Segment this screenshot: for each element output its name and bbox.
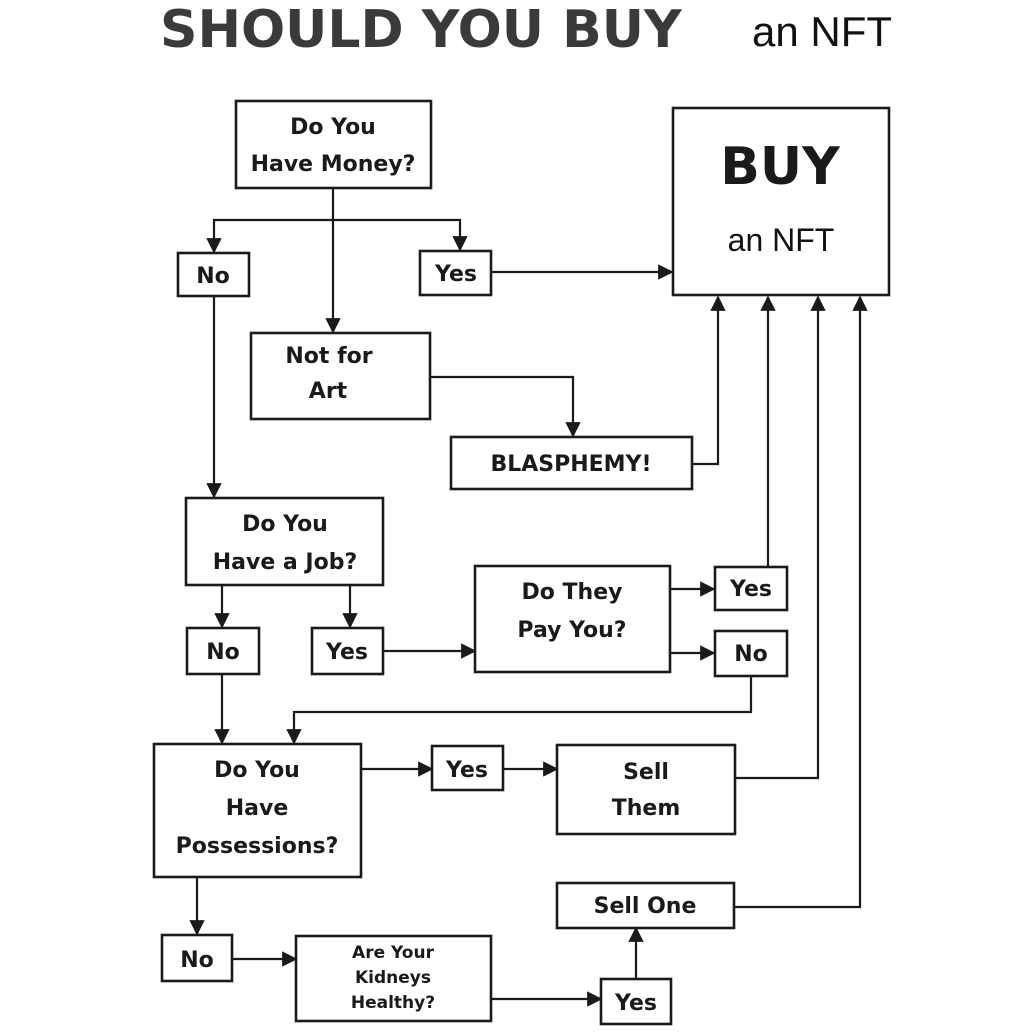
node-label: No: [734, 642, 768, 667]
node-yes-money: Yes: [418, 249, 493, 297]
node-no-money: No: [176, 251, 251, 298]
node-label: Yes: [729, 577, 772, 602]
buy-sub-label: an NFT: [728, 222, 835, 258]
connector-money-no: [206, 218, 333, 254]
connector-nopay-possessions: [286, 676, 753, 745]
node-blasphemy: BLASPHEMY!: [449, 435, 694, 491]
buy-label: BUY: [720, 137, 841, 197]
connector-sellthem-buy: [735, 295, 826, 780]
node-not-for-art: Not for Art: [249, 331, 432, 421]
node-label: Yes: [445, 758, 488, 783]
connector-notart-blasphemy: [430, 375, 581, 438]
node-no-job: No: [185, 626, 261, 676]
node-possessions: Do You Have Possessions?: [152, 742, 363, 879]
node-yes-kidneys: Yes: [599, 977, 673, 1026]
node-label: Yes: [614, 991, 657, 1016]
node-label: Not for: [285, 344, 372, 369]
node-yes-pay: Yes: [713, 565, 789, 612]
node-label: Kidneys: [355, 968, 431, 988]
node-label: Have Money?: [251, 152, 416, 177]
node-buy: BUY an NFT: [671, 106, 891, 297]
node-no-possessions: No: [160, 933, 234, 983]
node-label: No: [206, 640, 240, 665]
node-label: Do You: [214, 758, 300, 783]
node-label: Yes: [434, 262, 477, 287]
node-label: Have: [226, 796, 289, 821]
node-label: Art: [309, 379, 348, 404]
connector-money-yes: [333, 218, 468, 252]
node-label: Pay You?: [517, 618, 626, 643]
node-label: Possessions?: [176, 834, 339, 859]
node-no-pay: No: [713, 629, 789, 678]
node-label: Do You: [242, 512, 328, 537]
node-label: Healthy?: [351, 993, 435, 1013]
node-sell-them: Sell Them: [555, 743, 737, 836]
node-pay-you: Do They Pay You?: [473, 564, 672, 674]
node-label: Do They: [522, 580, 623, 605]
connector-sellone-buy: [734, 295, 868, 909]
node-label: No: [196, 264, 230, 289]
node-label: Sell One: [594, 894, 697, 919]
connectors: [189, 188, 868, 1007]
node-label: Yes: [325, 640, 368, 665]
node-sell-one: Sell One: [555, 881, 736, 930]
node-label: Do You: [290, 115, 376, 140]
node-yes-job: Yes: [310, 626, 385, 676]
node-label: Them: [612, 796, 681, 821]
node-label: Have a Job?: [213, 550, 358, 575]
node-label: BLASPHEMY!: [490, 452, 651, 477]
title-sub: an NFT: [752, 8, 893, 55]
title-main: SHOULD YOU BUY: [160, 0, 682, 60]
node-label: No: [180, 948, 214, 973]
node-yes-possessions: Yes: [430, 744, 505, 792]
node-have-job: Do You Have a Job?: [184, 496, 385, 587]
connector-blasphemy-buy: [692, 295, 726, 466]
node-label: Are Your: [352, 943, 435, 963]
node-kidneys: Are Your Kidneys Healthy?: [294, 934, 493, 1023]
node-label: Sell: [623, 760, 669, 785]
node-have-money: Do You Have Money?: [234, 99, 433, 190]
